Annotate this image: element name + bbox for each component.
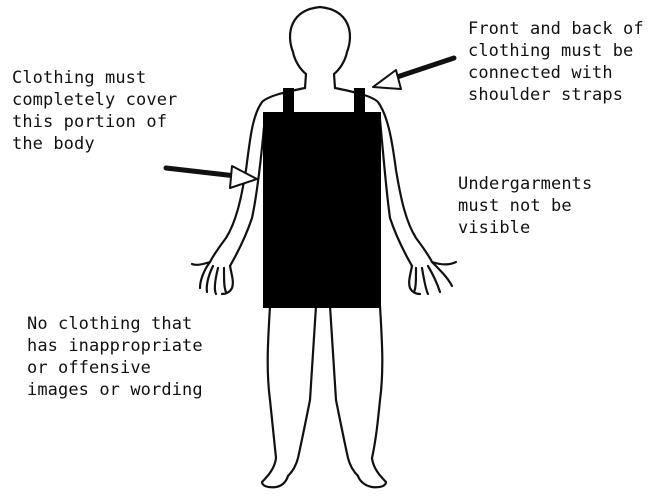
shoulder-straps-note: Front and back of clothing must be conne… — [468, 18, 665, 106]
undergarments-note: Undergarments must not be visible — [458, 173, 648, 239]
torso-garment-panel — [263, 112, 381, 308]
garment — [263, 88, 381, 308]
right-hand — [409, 262, 456, 294]
right-leg-inner — [330, 306, 358, 476]
torso-arrow-shaft — [166, 168, 236, 176]
cover-body-note: Clothing must completely cover this port… — [12, 67, 222, 155]
neck-left — [305, 74, 306, 88]
head-outline — [290, 7, 350, 74]
left-leg-outer — [262, 306, 288, 487]
left-shoulder-strap — [283, 88, 294, 114]
right-shoulder-strap — [354, 88, 365, 114]
shoulder-arrowhead — [373, 70, 401, 89]
face-left-outline — [293, 52, 306, 74]
left-hand — [192, 262, 233, 294]
offensive-clothing-note: No clothing that has inappropriate or of… — [27, 313, 247, 401]
right-arm-inner — [380, 120, 412, 266]
neck-right — [334, 74, 335, 88]
right-leg-outer — [358, 306, 386, 487]
left-leg-inner — [288, 306, 316, 476]
left-arm-inner — [230, 116, 265, 266]
